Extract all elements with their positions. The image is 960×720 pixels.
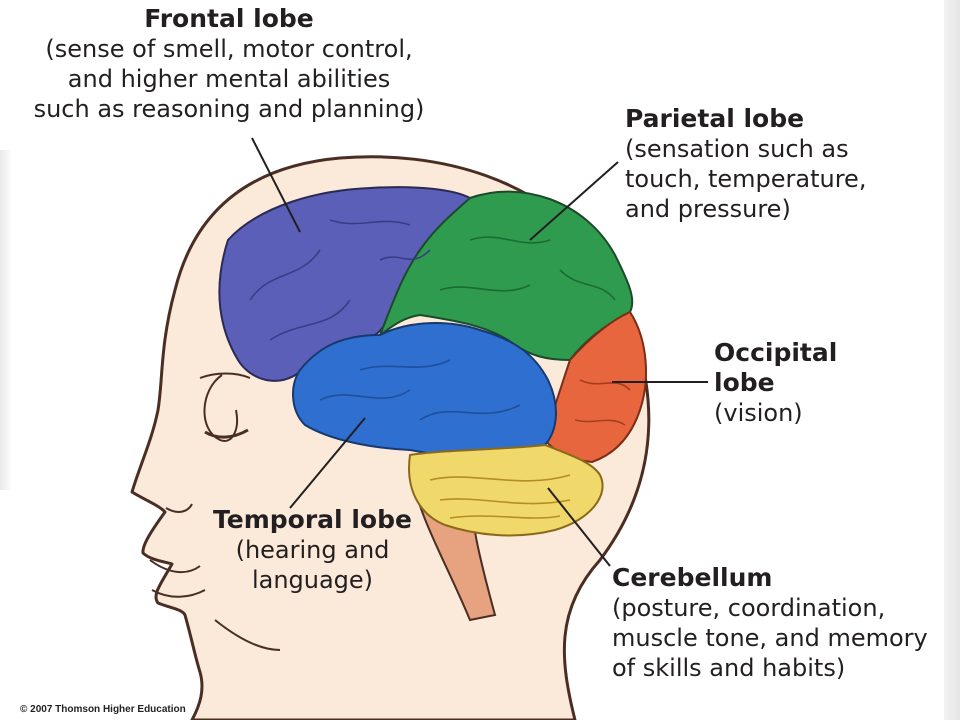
cerebellum-desc-line-1: (posture, coordination, — [612, 594, 886, 622]
lips — [149, 559, 206, 598]
parietal-lobe-label: Parietal lobe (sensation such as touch, … — [625, 104, 905, 224]
cerebellum-leader-line — [547, 487, 611, 567]
temporal-lobe-desc-line-1: (hearing and — [235, 536, 390, 564]
temporal-leader-line — [289, 417, 366, 509]
frontal-lobe-title: Frontal lobe — [144, 4, 314, 33]
occipital-lobe-desc: (vision) — [714, 399, 803, 427]
ear — [203, 374, 238, 442]
parietal-lobe-desc-line-3: and pressure) — [625, 195, 791, 223]
occipital-lobe-label: Occipital lobe (vision) — [714, 338, 914, 428]
cerebellum-title: Cerebellum — [612, 563, 773, 592]
nostril — [165, 503, 193, 513]
closed-eye — [204, 428, 249, 439]
page-edge-shadow — [944, 0, 960, 720]
occipital-lobe-title-line-1: Occipital — [714, 338, 838, 367]
page-edge-shadow-left — [0, 150, 12, 490]
frontal-lobe-desc-line-2: and higher mental abilities — [67, 65, 391, 93]
gyri-texture — [249, 219, 631, 519]
cerebellum-desc-line-2: muscle tone, and memory — [612, 624, 928, 652]
frontal-lobe-desc-line-3: such as reasoning and planning) — [33, 95, 425, 123]
cerebellum-desc-line-3: of skills and habits) — [612, 654, 846, 682]
frontal-leader-line — [251, 137, 301, 233]
frontal-lobe-desc-line-1: (sense of smell, motor control, — [45, 35, 413, 63]
temporal-lobe-title: Temporal lobe — [213, 505, 412, 534]
temporal-lobe-region — [292, 322, 557, 458]
eyebrow — [199, 372, 251, 379]
temporal-lobe-label: Temporal lobe (hearing and language) — [205, 505, 420, 595]
frontal-lobe-label: Frontal lobe (sense of smell, motor cont… — [14, 4, 444, 124]
parietal-leader-line — [529, 161, 619, 241]
parietal-lobe-desc-line-2: touch, temperature, — [625, 165, 867, 193]
cerebellum-label: Cerebellum (posture, coordination, muscl… — [612, 563, 942, 683]
occipital-lobe-title-line-2: lobe — [714, 368, 775, 397]
chin-line — [214, 619, 281, 651]
temporal-lobe-desc-line-2: language) — [251, 566, 374, 594]
cerebellum-region — [408, 443, 604, 537]
parietal-lobe-desc-line-1: (sensation such as — [625, 135, 849, 163]
parietal-lobe-title: Parietal lobe — [625, 104, 805, 133]
copyright-notice: © 2007 Thomson Higher Education — [20, 704, 186, 715]
leader-lines — [251, 137, 708, 567]
